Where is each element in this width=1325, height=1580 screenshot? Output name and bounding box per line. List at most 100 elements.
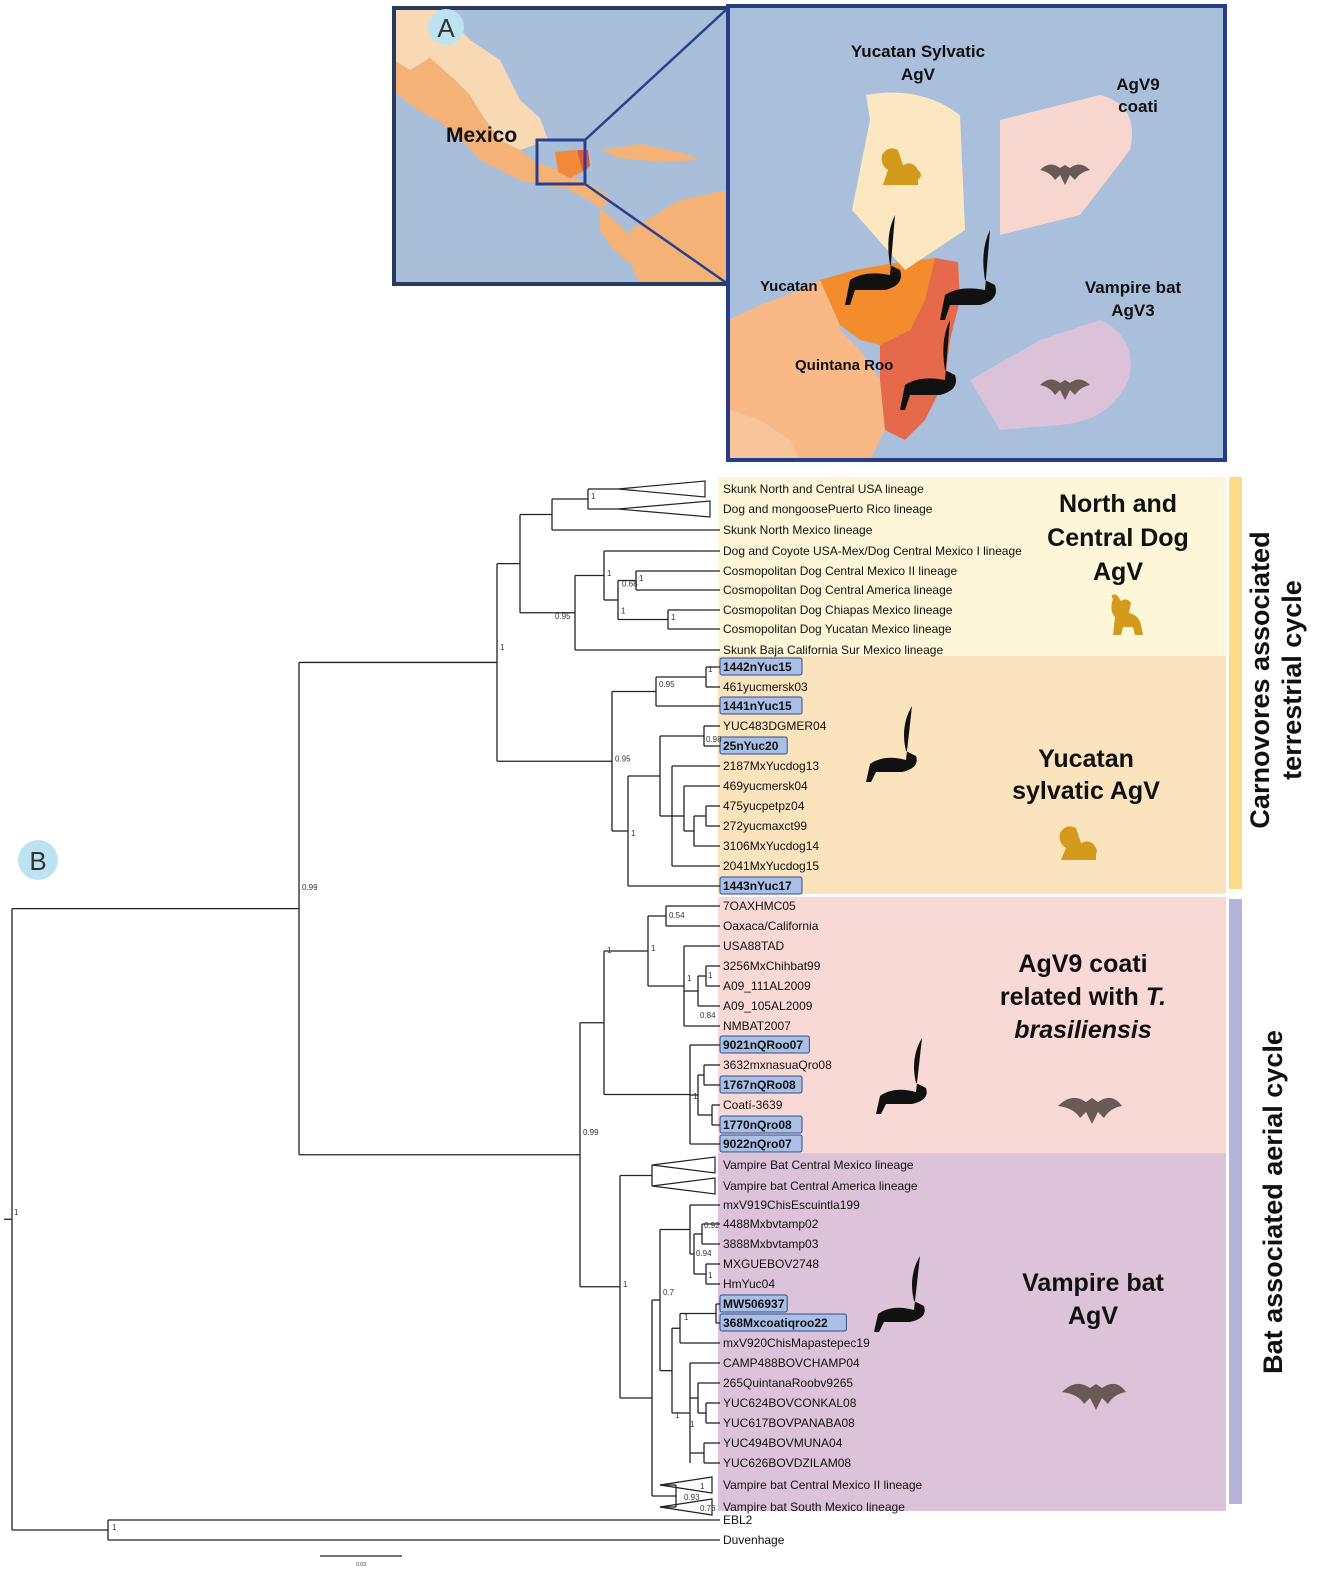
zoom-map: Yucatan Sylvatic AgV AgV9 coati Vampire … bbox=[726, 4, 1227, 462]
zoom-label-sylvatic-line1: Yucatan Sylvatic bbox=[851, 42, 985, 61]
aerial-cycle-label: Bat associated aerial cycle bbox=[1258, 1030, 1288, 1374]
collapsed-clade bbox=[617, 500, 711, 518]
support-value: 0.98 bbox=[706, 735, 722, 744]
tip-label: Cosmopolitan Dog Chiapas Mexico lineage bbox=[723, 603, 953, 617]
support-value: 1 bbox=[690, 1420, 695, 1429]
panel-b-marker: B bbox=[29, 846, 46, 876]
overview-map: A Mexico bbox=[392, 6, 730, 286]
clade-label-coati-genus: T. bbox=[1146, 983, 1166, 1011]
tip-label: YUC483DGMER04 bbox=[723, 719, 827, 733]
zoom-box bbox=[535, 138, 587, 186]
tip-label: 4488Mxbvtamp02 bbox=[723, 1217, 819, 1231]
southwest-land bbox=[728, 410, 800, 460]
tip-label: Duvenhage bbox=[723, 1533, 785, 1547]
support-value: 1 bbox=[607, 946, 612, 955]
zoom-label-yucatan: Yucatan bbox=[760, 278, 818, 295]
coati-icon-sylvatic bbox=[866, 706, 917, 782]
support-value: 1 bbox=[693, 1092, 698, 1101]
tip-label: 7OAXHMC05 bbox=[723, 899, 796, 913]
terrestrial-label-line2: terrestrial cycle bbox=[1277, 580, 1307, 780]
tip-label: YUC494BOVMUNA04 bbox=[723, 1436, 843, 1450]
panel-a-marker: A bbox=[437, 13, 455, 43]
tip-label: 3888Mxbvtamp03 bbox=[723, 1237, 819, 1251]
skunk-icon bbox=[881, 148, 921, 185]
support-value: 0.99 bbox=[302, 883, 318, 892]
tip-label: 1442nYuc15 bbox=[723, 660, 792, 674]
usa-land bbox=[394, 8, 548, 150]
support-value: 0.93 bbox=[684, 1493, 700, 1502]
clade-box-vampire-bat bbox=[718, 1153, 1226, 1511]
bat-icon-vampire bbox=[1062, 1383, 1126, 1410]
support-value: 0.7 bbox=[663, 1288, 675, 1297]
tip-label: Skunk Baja California Sur Mexico lineage bbox=[723, 643, 943, 657]
zoom-label-vampire-line2: AgV3 bbox=[1111, 301, 1154, 320]
panel-b: Carnovores associated terrestrial cycle … bbox=[4, 477, 1307, 1568]
tip-label: 3632mxnasuaQro08 bbox=[723, 1058, 832, 1072]
coati-icon-quintana-roo-north bbox=[940, 230, 996, 320]
zoom-label-quintana-roo: Quintana Roo bbox=[795, 357, 893, 374]
vampire-cluster bbox=[970, 320, 1131, 430]
zoom-line-top bbox=[584, 7, 729, 141]
tip-label: 272yucmaxct99 bbox=[723, 819, 807, 833]
panel-b-marker-circle bbox=[18, 840, 58, 880]
tip-label: 2187MxYucdog13 bbox=[723, 759, 819, 773]
terrestrial-label-line1: Carnovores associated bbox=[1245, 531, 1275, 828]
tip-label: 265QuintanaRoobv9265 bbox=[723, 1376, 853, 1390]
clade-box-agv9-coati bbox=[718, 897, 1226, 1153]
tip-label: NMBAT2007 bbox=[723, 1019, 791, 1033]
support-value: 1 bbox=[639, 574, 644, 583]
support-value: 1 bbox=[591, 492, 596, 501]
dog-icon bbox=[1111, 594, 1143, 635]
support-value: 0.94 bbox=[696, 1249, 712, 1258]
zoom-line-bottom bbox=[584, 182, 729, 286]
tip-label: 9022nQro07 bbox=[723, 1137, 792, 1151]
tip-label: 368Mxcoatiqroo22 bbox=[723, 1316, 828, 1330]
support-value: 1 bbox=[687, 974, 692, 983]
zoom-label-coati-line2: coati bbox=[1118, 97, 1158, 116]
tip-label: 25nYuc20 bbox=[723, 739, 779, 753]
tip-label: 9021nQRoo07 bbox=[723, 1038, 803, 1052]
terrestrial-cycle-bar bbox=[1229, 477, 1242, 889]
clade-label-vampire-line1: Vampire bat bbox=[1022, 1269, 1164, 1297]
tip-label: 1443nYuc17 bbox=[723, 879, 792, 893]
clade-box-yucatan-sylvatic bbox=[718, 656, 1226, 894]
clade-label-dog-line2: Central Dog bbox=[1047, 524, 1189, 552]
tip-label: 469yucmersk04 bbox=[723, 779, 808, 793]
yucatan-state bbox=[820, 258, 935, 345]
tip-label: Vampire bat South Mexico lineage bbox=[723, 1500, 905, 1514]
tip-label: A09_105AL2009 bbox=[723, 999, 813, 1013]
tip-label: mxV920ChisMapastepec19 bbox=[723, 1336, 870, 1350]
tip-label: 1770nQro08 bbox=[723, 1118, 792, 1132]
support-value: 1 bbox=[607, 569, 612, 578]
collapsed-clade bbox=[651, 1156, 716, 1174]
tip-label: 3106MxYucdog14 bbox=[723, 839, 819, 853]
support-value: 0.68 bbox=[622, 580, 638, 589]
tip-label: Oaxaca/California bbox=[723, 919, 819, 933]
skunk-icon-panel-b bbox=[1059, 826, 1097, 860]
tip-label: EBL2 bbox=[723, 1513, 753, 1527]
tip-label: mxV919ChisEscuintla199 bbox=[723, 1198, 860, 1212]
tip-label: MXGUEBOV2748 bbox=[723, 1257, 819, 1271]
support-value: 1 bbox=[675, 1411, 680, 1420]
tip-label: 1441nYuc15 bbox=[723, 699, 792, 713]
support-value: 1 bbox=[623, 1280, 628, 1289]
tip-label: Vampire bat Central Mexico II lineage bbox=[723, 1478, 923, 1492]
mexico-label: Mexico bbox=[446, 124, 517, 147]
tip-label: YUC617BOVPANABA08 bbox=[723, 1416, 855, 1430]
support-value: 1 bbox=[708, 971, 713, 980]
support-value: 0.84 bbox=[700, 1011, 716, 1020]
clade-label-sylvatic-line1: Yucatan bbox=[1038, 745, 1134, 773]
tip-label: USA88TAD bbox=[723, 939, 784, 953]
zoom-label-sylvatic-line2: AgV bbox=[901, 65, 936, 84]
tip-label: Dog and Coyote USA-Mex/Dog Central Mexic… bbox=[723, 544, 1022, 558]
collapsed-clade bbox=[659, 1476, 713, 1494]
mexico-land bbox=[394, 58, 612, 208]
scale-bar-label: 0.03 bbox=[356, 1562, 366, 1568]
coati-icon-quintana-roo-south bbox=[900, 320, 956, 410]
support-value: 0.95 bbox=[659, 680, 675, 689]
tip-label: Coatí-3639 bbox=[723, 1098, 783, 1112]
support-value: 1 bbox=[671, 613, 676, 622]
